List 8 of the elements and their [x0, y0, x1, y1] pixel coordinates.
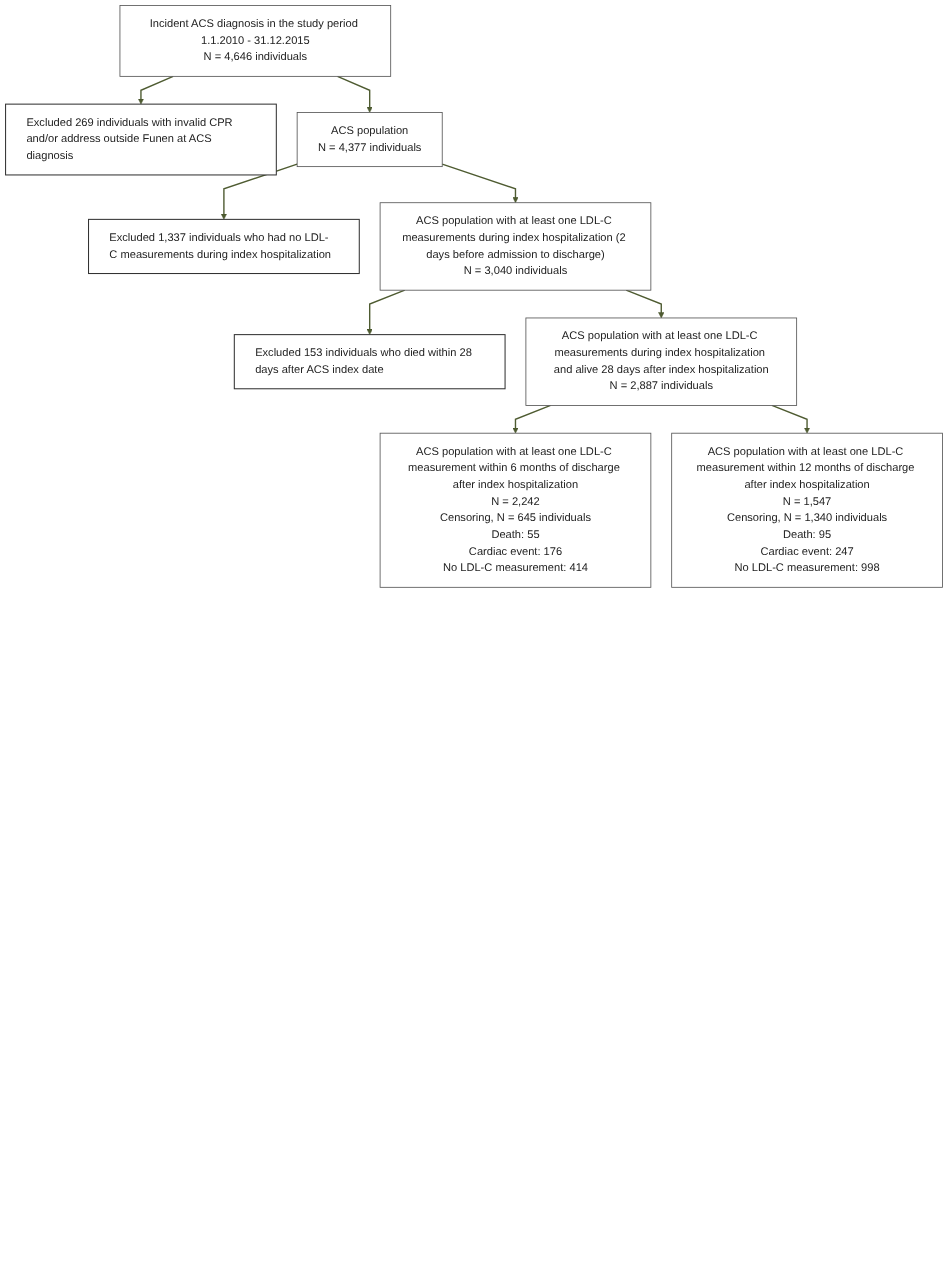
- arrow: [512, 404, 552, 434]
- arrow: [771, 404, 811, 434]
- arrow: [366, 289, 406, 335]
- arrow: [336, 75, 373, 113]
- arrow: [220, 163, 298, 220]
- arrow: [137, 75, 174, 105]
- arrow: [625, 289, 665, 319]
- arrow: [441, 163, 519, 203]
